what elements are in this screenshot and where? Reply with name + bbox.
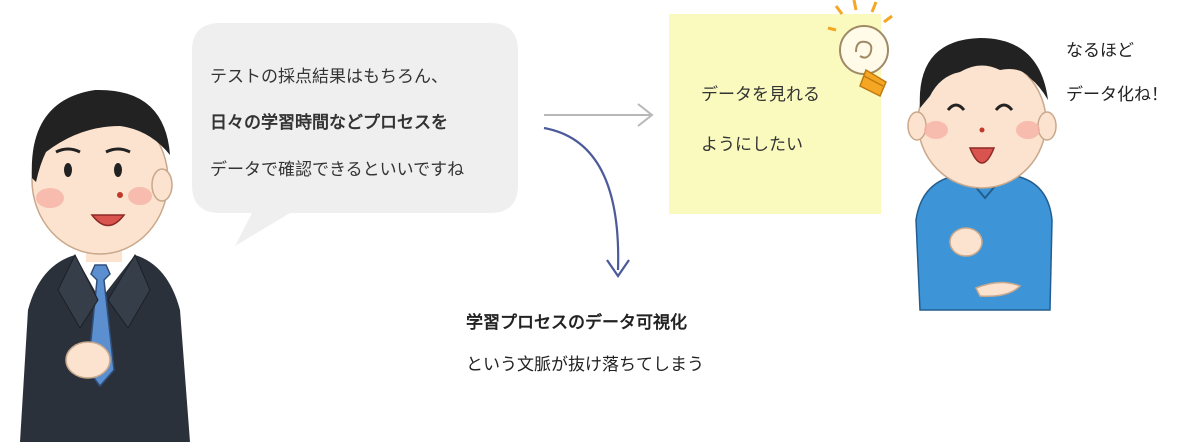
gray-arrow [544,103,654,127]
boy-palm [974,281,1022,298]
left-eye [64,163,72,177]
nose [117,192,123,198]
boy-hair [919,38,1048,108]
boy-left-eye [946,103,966,111]
blue-curved-arrow [543,126,630,278]
right-eye [114,163,122,177]
mouth [90,214,126,227]
note-line-2: ようにしたい [701,135,803,155]
right-lapel [107,253,151,329]
speech-line-1: テストの採点結果はもちろん、 [210,67,448,87]
right-cheek [128,187,152,205]
caption-line-1: 学習プロセスのデータ可視化 [466,313,687,333]
reply-line-1: なるほど [1066,41,1134,61]
businessman-illustration [20,89,190,442]
boy-illustration [907,38,1057,311]
speech-line-2: 日々の学習時間などプロセスを [210,113,448,133]
speech-bubble-shape [192,23,518,246]
businessman-hair [31,89,171,182]
left-cheek [36,188,64,208]
reply-line-2: データ化ね！ [1066,85,1168,105]
note-line-1: データを見れる [701,85,820,105]
speech-line-3: データで確認できるといいですね [210,160,465,180]
caption-line-2: という文脈が抜け落ちてしまう [466,355,704,375]
hand [65,341,111,379]
lightbulb-icon [827,0,893,98]
ear [151,168,173,202]
boy-fist [949,227,983,257]
sticky-note: データを見れる ようにしたい [669,14,881,214]
boy-mouth [968,147,996,164]
boy-right-eye [994,103,1014,111]
left-lapel [57,253,99,329]
